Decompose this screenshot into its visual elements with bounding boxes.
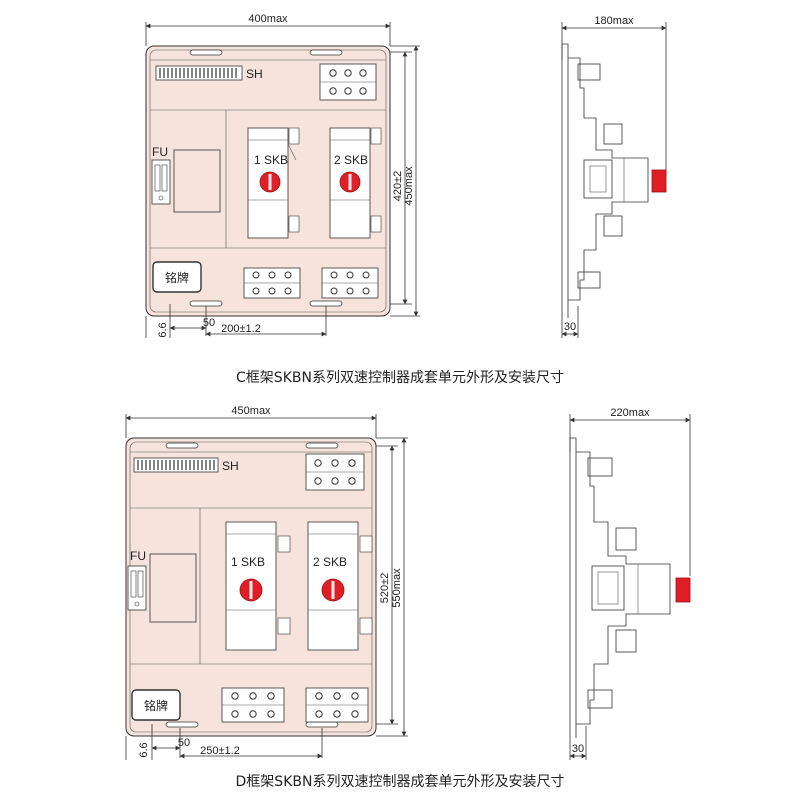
d-nameplate (131, 689, 181, 721)
c-side-base-label: 30 (564, 321, 576, 333)
c-caption: C框架SKBN系列双速控制器成套单元外形及安装尺寸 (236, 370, 564, 386)
c-terminal-block-bottom-1 (243, 267, 301, 299)
d-edge-label: 6.6 (138, 742, 150, 757)
d-terminal-block-bottom-1 (221, 687, 285, 723)
d-mount-span-label: 250±1.2 (200, 745, 240, 757)
c-fu-label: FU (152, 145, 168, 159)
c-width-label: 400max (248, 13, 288, 25)
d-side-depth-label: 220max (610, 407, 650, 419)
d-width-label: 450max (231, 405, 271, 417)
d-mount-slot (165, 721, 199, 728)
c-frame-side-view: 180max 30 (561, 15, 667, 338)
d-sh-label: SH (222, 459, 239, 473)
d-nameplate-label: 铭牌 (144, 698, 168, 713)
c-nameplate (152, 261, 202, 293)
d-skb-1 (225, 521, 291, 651)
c-height-outer-label: 450max (403, 166, 415, 206)
c-skb1-label: 1 SKB (254, 153, 288, 167)
c-side-profile (561, 43, 649, 318)
d-mount-slot (305, 442, 339, 449)
c-edge-label: 6.6 (157, 322, 169, 337)
c-mount-slot (189, 49, 223, 56)
c-nameplate-label: 铭牌 (165, 270, 189, 285)
c-mount-offset-label: 50 (203, 317, 215, 329)
d-skb2-label: 2 SKB (313, 555, 347, 569)
d-fuse-holder (127, 565, 147, 611)
c-terminal-strip (155, 65, 243, 81)
c-sh-label: SH (246, 67, 263, 81)
d-terminal-block-bottom-2 (305, 687, 369, 723)
c-skb-1 (247, 127, 300, 239)
d-mount-offset-label: 50 (178, 737, 190, 749)
d-mount-slot (165, 442, 199, 449)
d-frame-front-view: 450max SH FU (125, 405, 408, 760)
d-frame-side-view: 220max 30 (569, 407, 691, 760)
c-mount-slot (309, 49, 343, 56)
c-window (173, 149, 221, 213)
c-height-inner-label: 420±2 (392, 171, 404, 202)
c-mount-slot (309, 300, 343, 307)
d-terminal-block-top (305, 453, 365, 491)
d-height-inner-label: 520±2 (379, 573, 391, 604)
d-height-outer-label: 550max (391, 568, 403, 608)
c-terminal-block-bottom-2 (321, 267, 379, 299)
d-fu-label: FU (130, 549, 146, 563)
c-fuse-holder (151, 159, 171, 205)
c-terminal-block-top (319, 63, 377, 101)
d-skb1-label: 1 SKB (231, 555, 265, 569)
d-caption: D框架SKBN系列双速控制器成套单元外形及安装尺寸 (236, 774, 565, 790)
c-skb2-label: 2 SKB (334, 153, 368, 167)
d-side-base-label: 30 (572, 743, 584, 755)
d-window (149, 553, 197, 623)
c-skb-2 (329, 127, 382, 239)
d-side-red-button (675, 577, 691, 603)
d-skb-2 (307, 521, 373, 651)
c-mount-slot (189, 300, 223, 307)
d-terminal-strip (133, 457, 219, 473)
c-mount-span-label: 200±1.2 (221, 323, 261, 335)
c-side-depth-label: 180max (594, 15, 634, 27)
d-mount-slot (305, 721, 339, 728)
c-frame-front-view: 400max SH FU (145, 13, 420, 338)
d-side-profile (569, 437, 671, 738)
c-side-red-button (651, 169, 667, 193)
